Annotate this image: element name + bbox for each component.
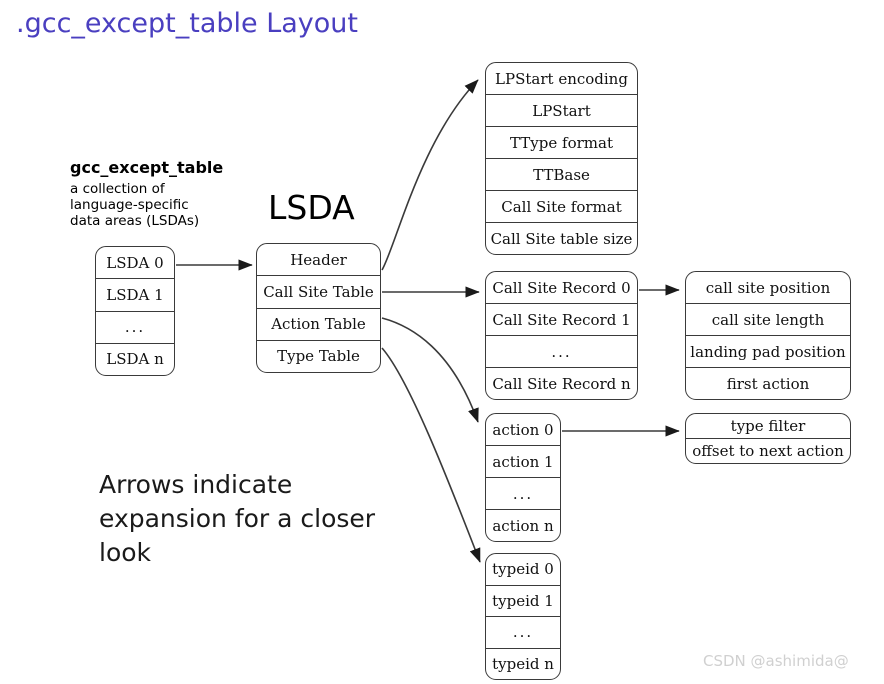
action-detail-box[interactable]: type filter offset to next action (685, 413, 851, 464)
table-row: Call Site Record n (492, 374, 631, 393)
lsda-row-action-table[interactable]: Action Table (257, 309, 380, 341)
table-row: typeid 0 (486, 554, 560, 586)
table-row: LPStart encoding (486, 63, 637, 95)
call-site-table-box[interactable]: Call Site Record 0 Call Site Record 1 ..… (485, 271, 638, 400)
table-row: ... (96, 312, 174, 344)
table-row: action n (492, 516, 554, 535)
table-row: call site position (686, 272, 850, 304)
table-row: ... (486, 617, 560, 649)
except-table-description-line-2: language-specific (70, 197, 189, 213)
lsda-row-type-table[interactable]: Type Table (277, 347, 360, 366)
table-row: ... (486, 478, 560, 510)
action-table-box[interactable]: action 0 action 1 ... action n (485, 413, 561, 542)
lsda-box[interactable]: Header Call Site Table Action Table Type… (256, 243, 381, 373)
table-row: call site length (686, 304, 850, 336)
note-line-3: look (99, 538, 152, 567)
page-title: .gcc_except_table Layout (16, 8, 358, 39)
header-detail-box[interactable]: LPStart encoding LPStart TType format TT… (485, 62, 638, 255)
lsda-row-call-site-table[interactable]: Call Site Table (257, 276, 380, 309)
watermark: CSDN @ashimida@ (703, 652, 849, 670)
table-row: action 0 (486, 414, 560, 446)
table-row: LSDA 1 (96, 279, 174, 312)
table-row: Call Site Record 1 (486, 304, 637, 336)
table-row: offset to next action (692, 442, 844, 460)
table-row: landing pad position (686, 336, 850, 368)
except-table-description-line-1: a collection of (70, 181, 165, 197)
table-row: TType format (486, 127, 637, 159)
except-table-heading: gcc_except_table (70, 158, 224, 177)
table-row: TTBase (486, 159, 637, 191)
except-table-description-line-3: data areas (LSDAs) (70, 213, 200, 229)
table-row: Call Site Record 0 (486, 272, 637, 304)
table-row: first action (726, 374, 810, 393)
table-row: type filter (686, 414, 850, 439)
arrow-action-table-to-actions (381, 317, 479, 423)
table-row: LSDA n (106, 350, 164, 369)
note-line-1: Arrows indicate (99, 470, 293, 499)
table-row: Call Site table size (490, 229, 633, 248)
gcc-except-table-box[interactable]: LSDA 0 LSDA 1 ... LSDA n (95, 246, 175, 376)
table-row: typeid n (492, 654, 554, 673)
note-line-2: expansion for a closer (99, 504, 376, 533)
lsda-row-header[interactable]: Header (257, 244, 380, 277)
table-row: LSDA 0 (96, 247, 174, 280)
lsda-heading: LSDA (268, 188, 355, 227)
table-row: Call Site format (486, 191, 637, 223)
type-table-box[interactable]: typeid 0 typeid 1 ... typeid n (485, 553, 561, 680)
table-row: ... (486, 336, 637, 368)
table-row: action 1 (486, 446, 560, 478)
arrow-header-to-header-detail (381, 79, 479, 271)
table-row: typeid 1 (486, 586, 560, 617)
arrow-type-table-to-typeids (381, 347, 481, 563)
table-row: LPStart (486, 95, 637, 127)
call-site-record-detail-box[interactable]: call site position call site length land… (685, 271, 851, 400)
